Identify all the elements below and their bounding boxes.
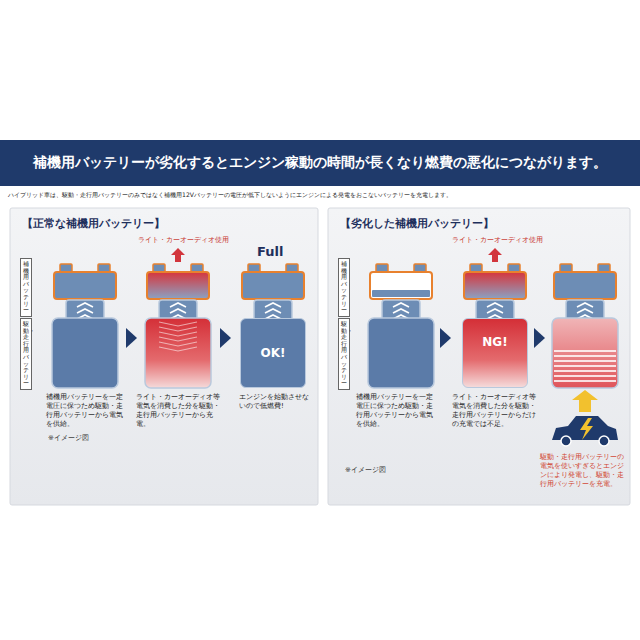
vertical-label: 駆動・走行用バッテリー xyxy=(341,321,347,387)
flow-chevron xyxy=(265,309,281,313)
step-arrow xyxy=(126,328,137,348)
vertical-label-box: 駆動・走行用バッテリー xyxy=(338,318,350,390)
title: 補機用バッテリーが劣化するとエンジン稼動の時間が長くなり燃費の悪化につながります… xyxy=(33,154,607,172)
battery-body: NG! xyxy=(462,318,528,388)
caption-text: ライト・カーオーディオ等電気を消費した分を駆動・走行用バッテリーからだけの充電で… xyxy=(452,393,538,429)
lightning-symbol xyxy=(580,418,593,440)
aux-battery xyxy=(554,272,616,299)
caption-text: 補機用バッテリーを一定電圧に保つため駆動・走行用バッテリーから電気を供給。 xyxy=(46,393,126,429)
caption-text: エンジンを始動させないので低燃費! xyxy=(239,393,311,411)
charge-level xyxy=(372,290,430,297)
battery-illustration xyxy=(10,208,630,505)
flow-chevron xyxy=(77,303,93,307)
caption-text: 補機用バッテリーを一定電圧に保つため駆動・走行用バッテリーから電気を供給。 xyxy=(356,393,438,429)
step-arrow xyxy=(440,328,451,348)
charge-stripe xyxy=(554,365,616,367)
caption-text: ライト・カーオーディオ使用 xyxy=(138,236,229,245)
charge-stripe xyxy=(554,375,616,377)
charge-stripe xyxy=(554,370,616,372)
charge-stripe xyxy=(554,350,616,352)
flow-chevron xyxy=(170,303,186,307)
flow-chevron xyxy=(77,309,93,313)
car-icon xyxy=(552,416,618,440)
charge-stripe xyxy=(554,355,616,357)
status-label: Full xyxy=(257,244,283,261)
caption-text: ※イメージ図 xyxy=(48,434,89,443)
aux-battery xyxy=(464,272,526,299)
caption-text: ※イメージ図 xyxy=(345,466,386,475)
aux-battery xyxy=(370,272,432,299)
panel-heading: 【劣化した補機用バッテリー】 xyxy=(340,217,494,231)
vertical-label: 補機用バッテリー xyxy=(23,261,29,314)
charge-hatch xyxy=(159,332,197,336)
charge-hatch xyxy=(159,327,197,331)
panel-ground xyxy=(10,208,318,505)
vertical-label-box: 補機用バッテリー xyxy=(338,258,350,317)
subtitle: ハイブリッド車は、駆動・走行用バッテリーのみではなく補機用12Vバッテリーの電圧… xyxy=(8,191,452,199)
flow-chevron xyxy=(265,303,281,307)
main-battery xyxy=(145,318,211,388)
panel-heading: 【正常な補機用バッテリー】 xyxy=(22,217,165,231)
aux-battery xyxy=(54,272,116,299)
flow-chevron xyxy=(487,309,503,313)
title-band: 補機用バッテリーが劣化するとエンジン稼動の時間が長くなり燃費の悪化につながります… xyxy=(0,140,640,186)
battery-body: OK! xyxy=(240,318,306,388)
main-battery xyxy=(552,318,618,388)
caption-text: ライト・カーオーディオ等電気を消費した分を駆動・走行用バッテリーから充電。 xyxy=(136,393,220,429)
charge-stripe xyxy=(554,380,616,382)
charge-stripe xyxy=(554,360,616,362)
car-wheel xyxy=(599,436,609,446)
aux-battery xyxy=(147,272,209,299)
usage-arrow xyxy=(171,248,185,262)
main-battery xyxy=(368,318,434,388)
charge-hatch xyxy=(159,342,197,346)
flow-chevron xyxy=(393,303,409,307)
flow-chevron xyxy=(577,303,593,307)
status-text: NG! xyxy=(482,335,507,349)
vertical-label: 補機用バッテリー xyxy=(341,261,347,314)
flow-chevron xyxy=(393,309,409,313)
step-arrow xyxy=(534,328,545,348)
flow-chevron xyxy=(170,309,186,313)
caption-text: 駆動・走行用バッテリーの電気を使いすぎるとエンジンにより発電し、駆動・走行用バッ… xyxy=(540,453,626,489)
caption-text: ライト・カーオーディオ使用 xyxy=(452,236,543,245)
vertical-label-box: 補機用バッテリー xyxy=(20,258,32,317)
aux-battery xyxy=(242,272,304,299)
charge-arrow xyxy=(572,390,598,412)
flow-chevron xyxy=(487,303,503,307)
main-battery xyxy=(52,318,118,388)
status-text: OK! xyxy=(261,346,286,360)
step-arrow xyxy=(220,328,231,348)
car-wheel xyxy=(561,436,571,446)
vertical-label: 駆動・走行用バッテリー xyxy=(23,321,29,387)
flow-chevron xyxy=(577,309,593,313)
usage-arrow xyxy=(488,248,502,262)
charge-hatch xyxy=(159,347,197,351)
panel-ground xyxy=(328,208,630,505)
charge-hatch xyxy=(159,337,197,341)
charge-hatch xyxy=(159,322,197,326)
vertical-label-box: 駆動・走行用バッテリー xyxy=(20,318,32,390)
